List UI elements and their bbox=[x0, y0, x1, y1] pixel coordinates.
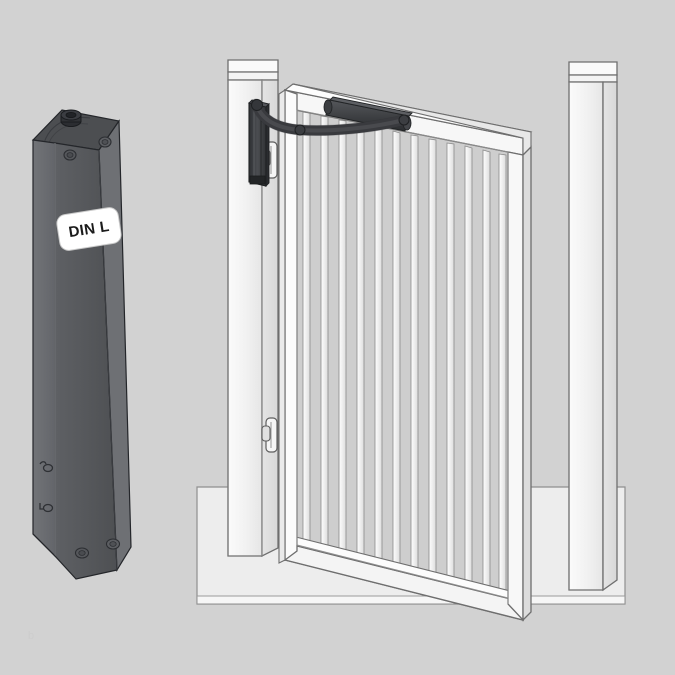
hinge-lower bbox=[261, 417, 278, 453]
closer-assembly bbox=[248, 96, 413, 188]
latch-post bbox=[568, 61, 618, 592]
din-label-plate bbox=[56, 207, 122, 251]
gate-leaf bbox=[278, 83, 533, 622]
adjustment-knob bbox=[60, 109, 82, 127]
closer-arm bbox=[250, 98, 410, 137]
din-label-text: DIN L bbox=[67, 218, 110, 241]
gate-bars bbox=[302, 111, 507, 593]
din-label: DIN L bbox=[56, 207, 122, 251]
door-closer-product: DIN L bbox=[31, 109, 132, 580]
mounting-holes bbox=[63, 136, 121, 559]
hinge-post bbox=[227, 59, 279, 558]
engraved-markings bbox=[39, 461, 54, 513]
